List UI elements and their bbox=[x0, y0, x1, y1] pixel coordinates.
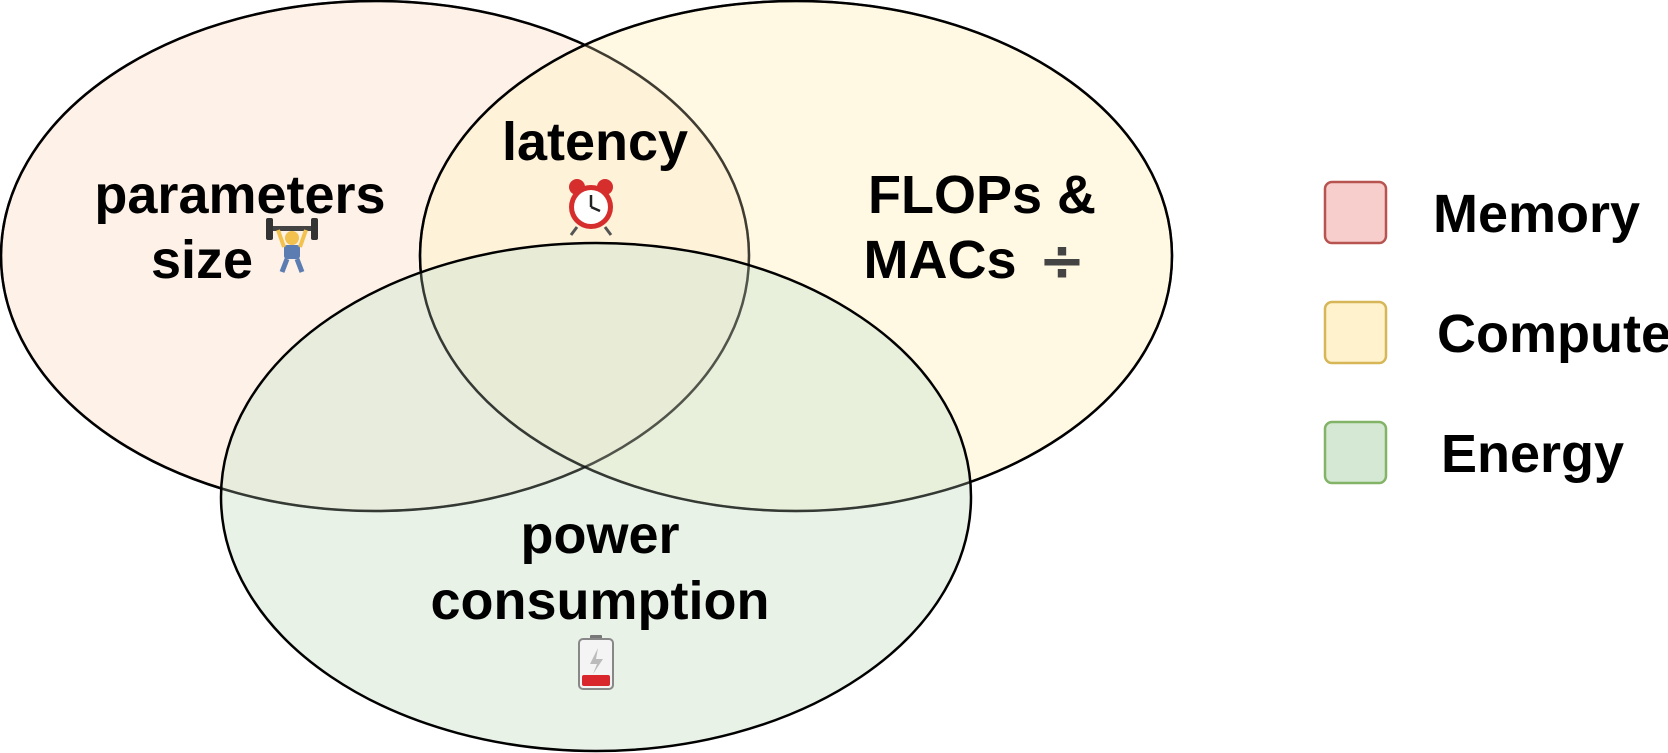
energy-ellipse bbox=[219, 241, 973, 753]
memory-label-line2: size bbox=[151, 230, 253, 290]
legend-swatch-memory bbox=[1323, 180, 1388, 245]
legend-swatch-compute bbox=[1323, 300, 1388, 365]
legend-label-memory: Memory bbox=[1433, 184, 1640, 244]
alarm-clock-icon bbox=[569, 179, 613, 236]
memory-label-line1: parameters bbox=[94, 165, 385, 225]
legend-label-compute: Compute bbox=[1437, 304, 1668, 364]
legend: Memory Compute Energy bbox=[1323, 180, 1668, 485]
compute-label-line2: MACs bbox=[863, 230, 1016, 290]
latency-label: latency bbox=[502, 112, 688, 172]
energy-label-line2: consumption bbox=[431, 571, 770, 631]
divide-icon: ÷ bbox=[1039, 229, 1086, 294]
legend-swatch-energy bbox=[1323, 420, 1388, 485]
weightlifter-icon bbox=[266, 218, 318, 273]
legend-label-energy: Energy bbox=[1441, 424, 1624, 484]
low-battery-icon bbox=[578, 635, 614, 690]
compute-label-line1: FLOPs & bbox=[868, 165, 1096, 225]
energy-label-line1: power bbox=[520, 505, 679, 565]
